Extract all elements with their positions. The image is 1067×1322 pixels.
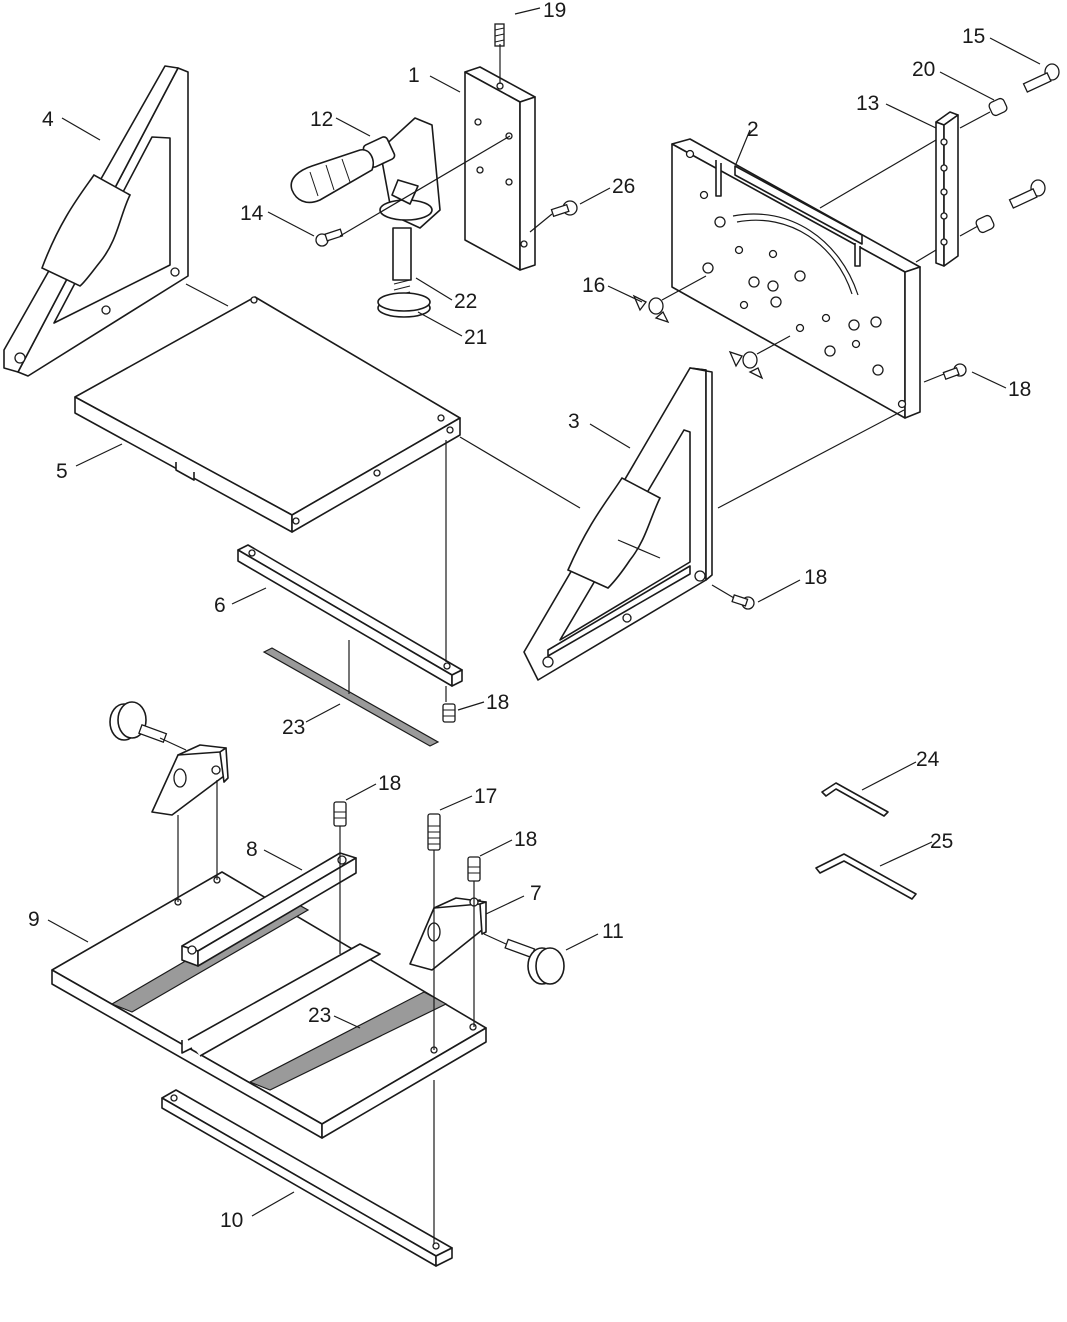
callout-18-bracket: 18 bbox=[804, 566, 827, 589]
part-18-screw-block bbox=[468, 857, 480, 881]
part-15-bolt-lower bbox=[1010, 180, 1045, 208]
callout-1: 1 bbox=[408, 64, 420, 87]
callout-18-bar: 18 bbox=[378, 772, 401, 795]
part-16-wing-nut-lower bbox=[730, 352, 762, 378]
part-20-spacer-lower bbox=[975, 214, 995, 233]
part-6-rail bbox=[238, 545, 462, 686]
part-11-knob-left bbox=[110, 702, 166, 742]
callout-22: 22 bbox=[454, 290, 477, 313]
part-12-toggle-clamp bbox=[291, 118, 440, 228]
callout-20: 20 bbox=[912, 58, 935, 81]
part-25-hex-key bbox=[816, 854, 916, 899]
callout-18-fence: 18 bbox=[1008, 378, 1031, 401]
callout-23-lower: 23 bbox=[308, 1004, 331, 1027]
part-19-set-screw bbox=[495, 24, 504, 46]
callout-23-upper: 23 bbox=[282, 716, 305, 739]
part-24-hex-key bbox=[822, 783, 888, 816]
callout-11: 11 bbox=[602, 920, 624, 943]
callout-3: 3 bbox=[568, 410, 580, 433]
part-26-screw bbox=[551, 201, 577, 216]
callout-8: 8 bbox=[246, 838, 258, 861]
callout-25: 25 bbox=[930, 830, 953, 853]
callout-18-rail: 18 bbox=[486, 691, 509, 714]
callout-24: 24 bbox=[916, 748, 940, 771]
part-11-knob-right bbox=[505, 939, 564, 984]
callout-9: 9 bbox=[28, 908, 40, 931]
callout-10: 10 bbox=[220, 1209, 243, 1232]
part-4-left-side-bracket bbox=[4, 66, 188, 376]
part-15-bolt bbox=[1024, 64, 1059, 92]
callout-17: 17 bbox=[474, 785, 497, 808]
part-18-screw-bar bbox=[334, 802, 346, 826]
callout-26: 26 bbox=[612, 175, 635, 198]
part-3-right-side-bracket bbox=[524, 368, 712, 680]
part-20-spacer bbox=[988, 97, 1008, 116]
part-18-screw-bracket bbox=[732, 595, 754, 609]
part-17-screw bbox=[428, 814, 440, 850]
callout-7: 7 bbox=[530, 882, 542, 905]
callout-18-block: 18 bbox=[514, 828, 537, 851]
callout-16: 16 bbox=[582, 274, 605, 297]
callout-4: 4 bbox=[42, 108, 54, 131]
part-18-screw-rail bbox=[443, 704, 455, 722]
part-13-fence-bar bbox=[936, 112, 958, 266]
callout-2: 2 bbox=[747, 118, 759, 141]
callout-19: 19 bbox=[543, 0, 566, 22]
part-1-vertical-post bbox=[465, 67, 535, 270]
callout-6: 6 bbox=[214, 594, 226, 617]
part-18-screw-fence bbox=[943, 364, 966, 379]
part-14-screw bbox=[316, 229, 342, 246]
callout-13: 13 bbox=[856, 92, 879, 115]
part-22-spindle bbox=[393, 228, 411, 296]
callout-15: 15 bbox=[962, 25, 985, 48]
callout-21: 21 bbox=[464, 326, 487, 349]
callout-5: 5 bbox=[56, 460, 68, 483]
part-21-clamp-foot bbox=[378, 293, 430, 317]
part-5-table-plate bbox=[75, 297, 460, 532]
callout-12: 12 bbox=[310, 108, 333, 131]
callout-14: 14 bbox=[240, 202, 264, 225]
